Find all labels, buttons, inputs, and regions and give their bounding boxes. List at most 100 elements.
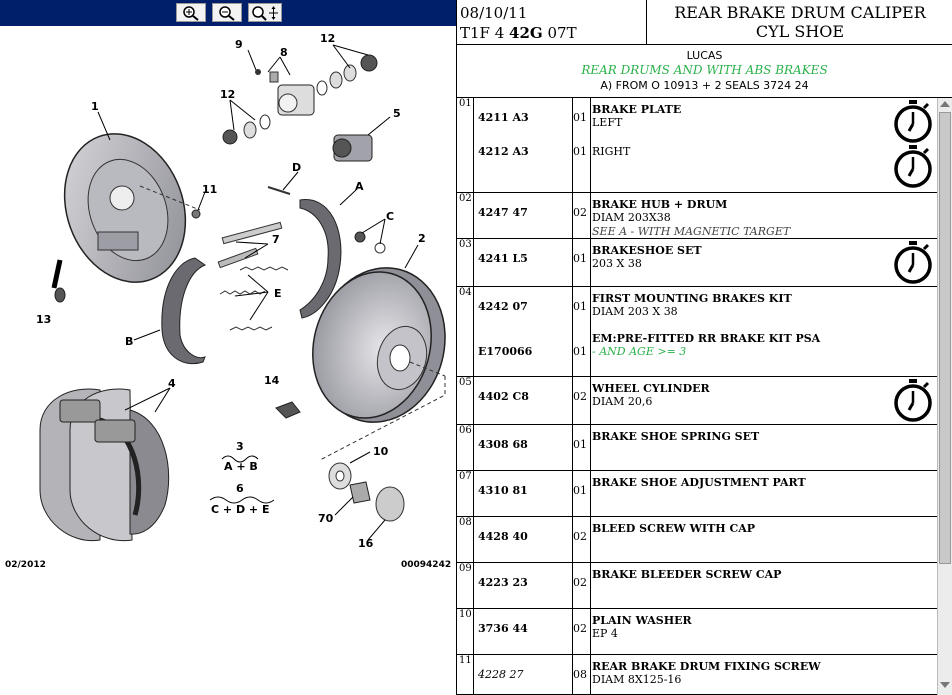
callout-9: 9: [235, 38, 243, 51]
ref-cell: [474, 98, 573, 192]
stopwatch-icon[interactable]: [893, 241, 933, 289]
scrollbar-thumb[interactable]: [939, 112, 951, 564]
callout-10: 10: [373, 445, 389, 458]
subheader: LUCAS REAR DRUMS AND WITH ABS BRAKES A) …: [457, 45, 952, 98]
part-reference[interactable]: 4242 07: [478, 300, 528, 313]
maker-label: LUCAS: [686, 49, 723, 62]
callout-6: 6: [236, 482, 244, 495]
part-reference[interactable]: 4241 L5: [478, 252, 528, 265]
zoom-pan-icon: [252, 5, 278, 21]
part-quantity: 01: [573, 252, 587, 265]
part-reference[interactable]: 4247 47: [478, 206, 528, 219]
small-parts-drawing: [51, 186, 405, 522]
part-title: BLEED SCREW WITH CAP: [592, 522, 756, 535]
part-reference[interactable]: 4428 40: [478, 530, 528, 543]
header-meta: 08/10/11 T1F 4 42G 07T: [457, 0, 647, 44]
callout-8: 8: [280, 46, 288, 59]
qty-cell: [572, 425, 591, 470]
callout-D: D: [292, 161, 301, 174]
row-number: 10: [457, 609, 474, 654]
model-suffix: 07T: [542, 24, 577, 42]
wheel-cylinder-drawing: [222, 54, 378, 162]
diagram-date: 02/2012: [5, 560, 46, 570]
part-reference[interactable]: 3736 44: [478, 622, 528, 635]
row-number: 01: [457, 98, 474, 192]
part-title: BRAKE SHOE SPRING SET: [592, 430, 760, 443]
callout-3: 3: [236, 440, 244, 453]
legend-6-formula: C + D + E: [211, 503, 269, 516]
part-reference[interactable]: 4308 68: [478, 438, 528, 451]
vertical-scrollbar[interactable]: [937, 98, 952, 695]
zoom-in-button[interactable]: [176, 3, 206, 22]
part-quantity: 02: [573, 576, 587, 589]
ref-cell: [474, 609, 573, 654]
page-header: 08/10/11 T1F 4 42G 07T REAR BRAKE DRUM C…: [457, 0, 952, 45]
part-reference[interactable]: 4402 C8: [478, 390, 529, 403]
part-quantity: 01: [573, 111, 587, 124]
part-reference[interactable]: 4223 23: [478, 576, 528, 589]
stopwatch-icon[interactable]: [893, 100, 933, 148]
part-reference[interactable]: E170066: [478, 345, 533, 358]
scroll-down-icon[interactable]: [940, 682, 950, 688]
part-title: BRAKE PLATE: [592, 103, 682, 116]
part-quantity: 02: [573, 206, 587, 219]
part-reference[interactable]: 4310 81: [478, 484, 528, 497]
qty-cell: [572, 471, 591, 516]
part-title: FIRST MOUNTING BRAKES KIT: [592, 292, 792, 305]
brake-drum-drawing: [312, 267, 446, 461]
model-code: 42G: [509, 24, 543, 42]
part-description: LEFT: [592, 116, 623, 129]
backing-plate-drawing: [63, 133, 201, 283]
ref-cell: [474, 239, 573, 286]
header-model: T1F 4 42G 07T: [460, 23, 646, 43]
zoom-pan-button[interactable]: [248, 3, 282, 22]
qty-cell: [572, 609, 591, 654]
callout-12a: 12: [320, 32, 335, 45]
zoom-toolbar: [0, 0, 456, 26]
part-reference[interactable]: 4212 A3: [478, 145, 529, 158]
part-quantity: 02: [573, 530, 587, 543]
part-description: DIAM 8X125-16: [592, 673, 682, 686]
part-reference[interactable]: 4211 A3: [478, 111, 529, 124]
part-title: BRAKE SHOE ADJUSTMENT PART: [592, 476, 806, 489]
ref-cell: [474, 517, 573, 562]
exploded-brake-diagram: 1 2 3 4 5 6 7 8 9 10 11 12 12 13 14 16 7…: [36, 32, 446, 550]
callout-C: C: [386, 210, 394, 223]
condition-label: A) FROM O 10913 + 2 SEALS 3724 24: [600, 79, 809, 92]
qty-cell: [572, 98, 591, 192]
row-number: 09: [457, 563, 474, 608]
zoom-out-icon: [219, 5, 235, 21]
callout-5: 5: [393, 107, 401, 120]
part-reference[interactable]: 4228 27: [478, 668, 524, 681]
scroll-up-icon[interactable]: [940, 101, 950, 107]
part-quantity: 08: [573, 668, 587, 681]
brake-shoe-a-drawing: [299, 199, 342, 319]
stopwatch-icon[interactable]: [893, 145, 933, 193]
header-date: 08/10/11: [460, 4, 528, 22]
stopwatch-icon[interactable]: [893, 379, 933, 427]
part-description: DIAM 203 X 38: [592, 305, 678, 318]
parts-panel: 08/10/11 T1F 4 42G 07T REAR BRAKE DRUM C…: [456, 0, 952, 695]
part-quantity: 02: [573, 390, 587, 403]
qty-cell: [572, 377, 591, 424]
callout-16: 16: [358, 537, 374, 550]
variant-label: REAR DRUMS AND WITH ABS BRAKES: [581, 63, 828, 77]
qty-cell: [572, 239, 591, 286]
row-number: 11: [457, 655, 474, 694]
row-number: 06: [457, 425, 474, 470]
row-number: 05: [457, 377, 474, 424]
row-number: 03: [457, 239, 474, 286]
zoom-out-button[interactable]: [212, 3, 242, 22]
